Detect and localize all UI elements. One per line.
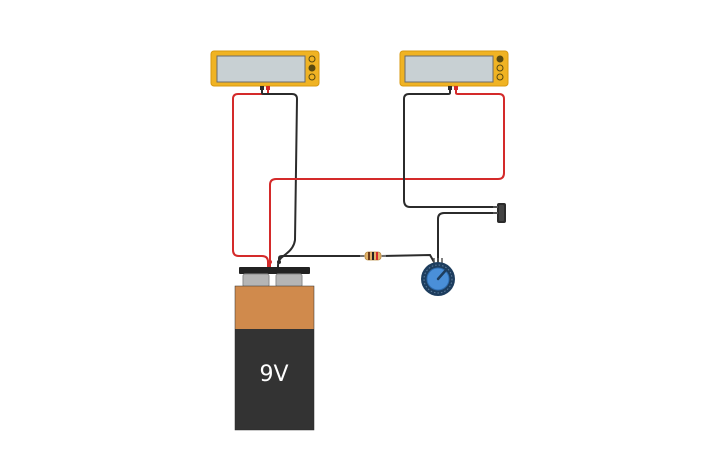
multimeter-2[interactable] [399,50,509,90]
multimeter-1-mode-r[interactable] [308,73,316,81]
wire-pot-buzzer[interactable] [437,212,498,262]
battery-snap-cap [239,267,310,274]
multimeter-2-mode-a[interactable] [496,55,504,63]
wire-mm2-positive[interactable] [269,88,505,268]
wire-mm1-positive[interactable] [232,88,269,268]
multimeter-1-probe-black[interactable] [260,86,264,90]
battery-terminal-positive[interactable] [242,273,270,288]
buzzer[interactable] [493,203,506,223]
multimeter-1-probe-red[interactable] [266,86,270,90]
potentiometer[interactable] [421,258,455,296]
potentiometer-pointer [436,268,448,281]
multimeter-2-display [404,55,494,83]
multimeter-2-probe-black[interactable] [448,86,452,90]
wire-mm2-negative[interactable] [403,88,498,208]
multimeter-2-mode-v[interactable] [496,64,504,72]
battery-terminal-negative[interactable] [275,273,303,288]
wire-resistor-pot[interactable] [381,253,435,263]
multimeter-2-mode-r[interactable] [496,73,504,81]
multimeter-1[interactable] [210,50,320,90]
multimeter-1-mode-v[interactable] [308,64,316,72]
multimeter-1-mode-a[interactable] [308,55,316,63]
battery-label: 9V [259,362,288,387]
battery-9v[interactable]: 9V [234,260,315,431]
multimeter-1-display [216,55,306,83]
resistor[interactable] [360,251,386,261]
multimeter-2-probe-red[interactable] [454,86,458,90]
wire-battery-resistor[interactable] [278,255,364,262]
